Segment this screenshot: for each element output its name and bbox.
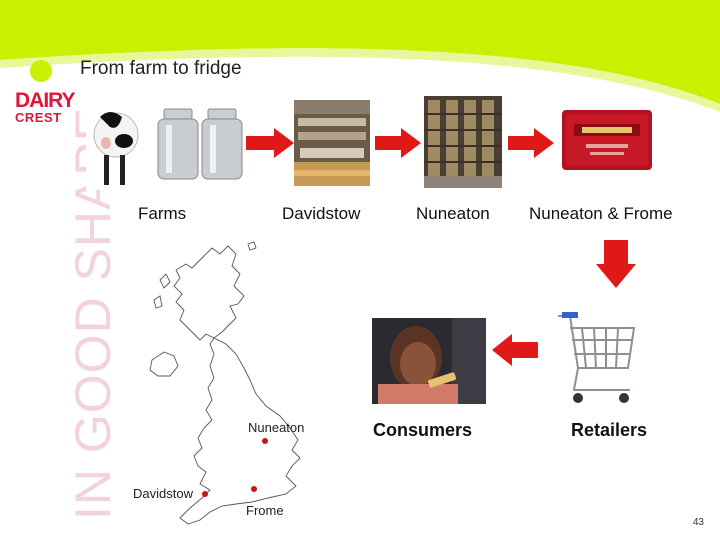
cow-and-churns-photo [86,95,246,190]
arrow-nuneaton-to-packing [508,128,554,158]
stage-label-nuneaton: Nuneaton [416,204,490,223]
uk-map [149,241,301,525]
map-label-frome: Frome [246,503,284,518]
arrow-davidstow-to-nuneaton [375,128,421,158]
consumers-label: Consumers [373,420,473,440]
stage-label-davidstow: Davidstow [282,204,361,223]
logo-dot-icon [30,60,52,82]
creamery-photo [294,100,370,186]
shopping-trolley-photo [548,306,640,410]
stage-label-farms: Farms [138,204,187,223]
map-label-nuneaton: Nuneaton [248,420,305,435]
header-swoosh [0,0,720,112]
stage-label-nuneaton-frome: Nuneaton & Frome [529,204,673,223]
map-marker-davidstow [202,491,208,497]
logo-dairy-text: DAIRY [15,89,76,112]
map-marker-frome [251,486,257,492]
arrow-farms-to-davidstow [246,128,294,158]
dairy-crest-logo: DAIRY CREST [14,60,76,125]
map-label-davidstow: Davidstow [133,486,193,501]
map-marker-nuneaton [262,438,268,444]
page-title: From farm to fridge [80,58,242,79]
cheese-warehouse-photo [424,96,502,188]
arrow-retailers-to-consumers [492,334,538,366]
page-number: 43 [692,517,704,528]
arrow-down-to-retailers [596,240,636,288]
cheese-pack-photo [562,110,652,170]
consumer-photo [372,318,486,404]
logo-crest-text: CREST [15,110,62,125]
retailers-label: Retailers [571,420,648,440]
